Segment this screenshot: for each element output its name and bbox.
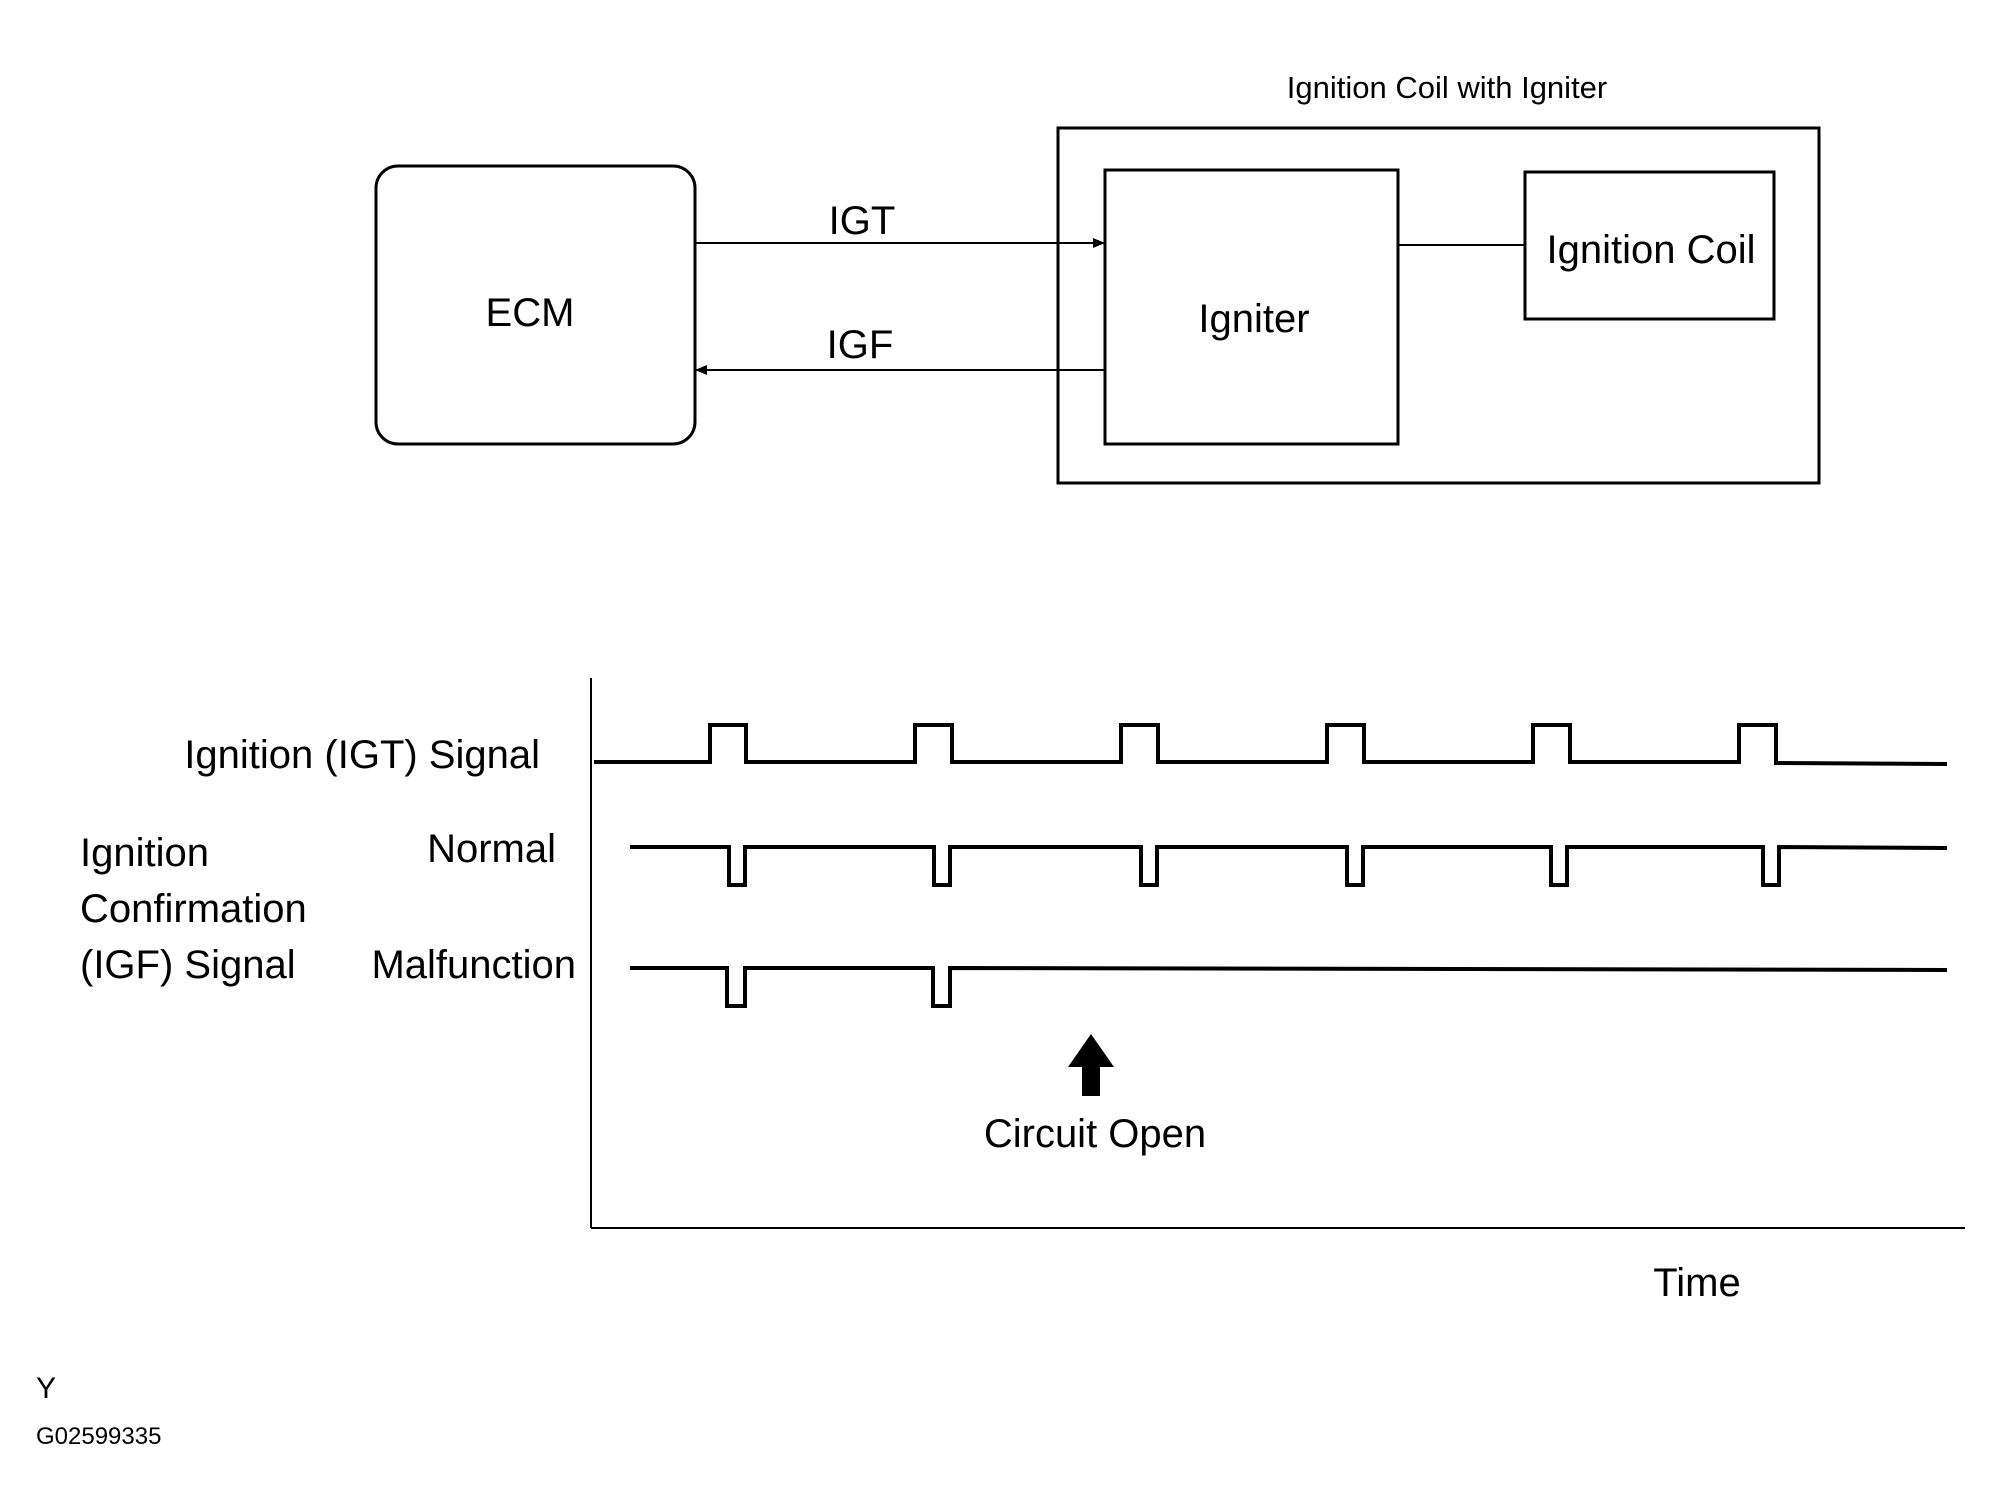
igf-signal-label-line-2: Confirmation <box>80 887 307 931</box>
igf-normal-waveform <box>630 844 1948 887</box>
igniter-box <box>1103 168 1400 446</box>
igt-line-label: IGT <box>829 199 896 243</box>
igf-malfunction-waveform <box>630 965 1948 1008</box>
time-axis-label: Time <box>1653 1261 1740 1305</box>
igniter-label: Igniter <box>1198 297 1309 341</box>
normal-label: Normal <box>427 827 556 871</box>
igt-signal-label: Ignition (IGT) Signal <box>184 733 540 777</box>
igf-line-label: IGF <box>827 323 894 367</box>
ignition-coil-with-igniter-box <box>1056 126 1821 485</box>
malfunction-label: Malfunction <box>371 943 576 987</box>
outer-box-title: Ignition Coil with Igniter <box>1287 70 1608 105</box>
igf-signal-label-line-3: (IGF) Signal <box>80 943 296 987</box>
igf-signal-label-line-1: Ignition <box>80 831 209 875</box>
circuit-open-arrow-icon <box>1068 1034 1114 1096</box>
figure-id: G02599335 <box>36 1423 161 1450</box>
ignition-coil-label: Ignition Coil <box>1546 228 1755 272</box>
code-letter: Y <box>36 1372 56 1405</box>
igt-waveform <box>594 723 1948 766</box>
circuit-open-label: Circuit Open <box>984 1112 1206 1156</box>
ecm-label: ECM <box>486 291 575 335</box>
ecm-box <box>374 164 697 446</box>
